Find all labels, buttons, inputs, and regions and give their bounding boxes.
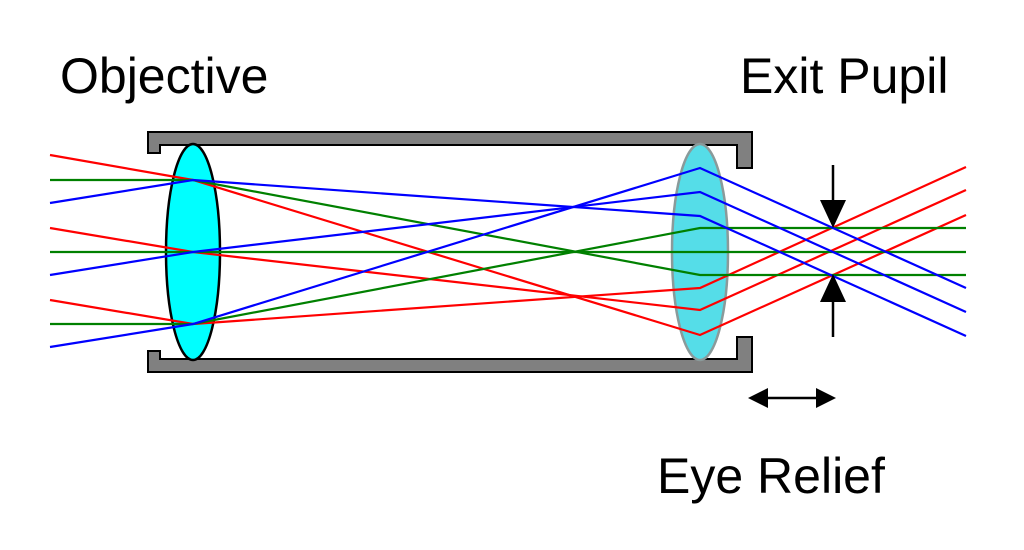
exit-pupil-arrow-bottom-head [820,274,846,302]
tube-bottom-wall [147,336,753,373]
blue-ray-middle [49,190,967,314]
eye-relief-label: Eye Relief [657,448,885,504]
tube-top-wall [147,131,753,169]
eye-relief-arrow-left-head [748,388,768,408]
exit-pupil-indicator [820,165,846,337]
red-ray-middle [49,188,967,312]
eye-relief-arrow-right-head [816,388,836,408]
eye-relief-indicator [748,388,836,408]
exit-pupil-label: Exit Pupil [740,48,948,104]
objective-label: Objective [60,48,268,104]
exit-pupil-arrow-top-head [820,200,846,228]
